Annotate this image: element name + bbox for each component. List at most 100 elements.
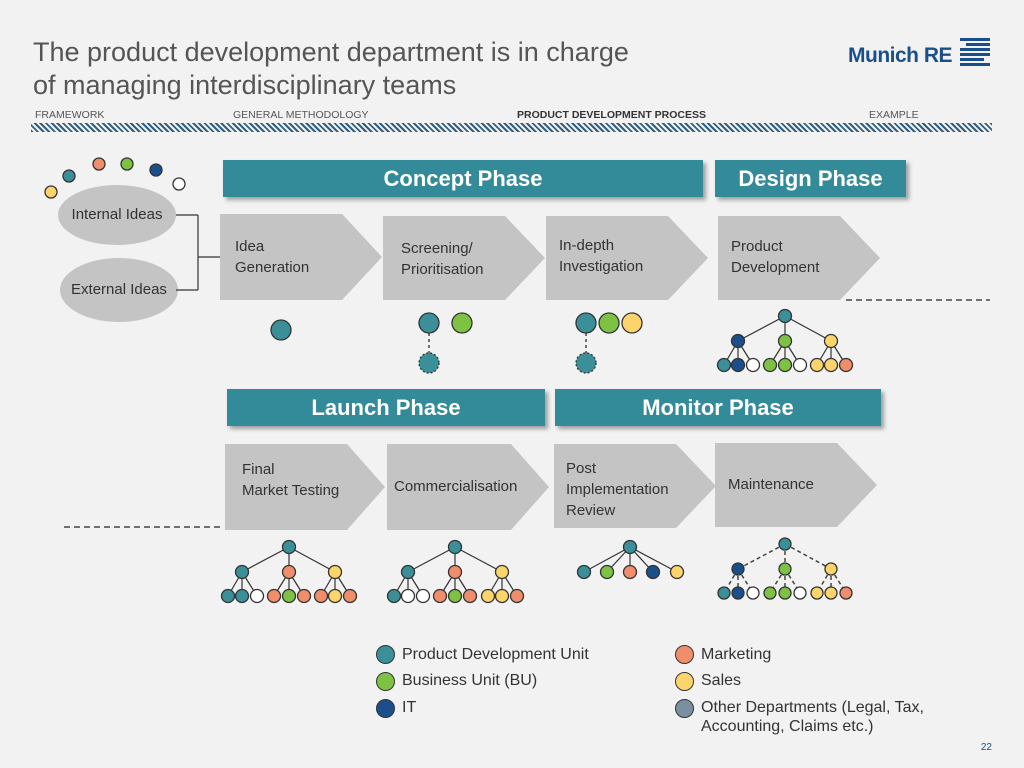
team-member-dot <box>730 357 746 373</box>
step-label: Maintenance <box>728 476 814 493</box>
step-commercialisation: Commercialisation <box>387 444 551 530</box>
team-member-dot <box>266 588 282 604</box>
team-member-dot <box>745 357 761 373</box>
team-lead-dot <box>823 333 839 349</box>
team-member-dot <box>281 588 297 604</box>
team-lead-dot <box>281 564 297 580</box>
logo-text: Munich RE <box>848 44 953 67</box>
step-label: In-depth Investigation <box>559 235 643 277</box>
team-member-dot <box>716 357 732 373</box>
connector-line <box>629 546 678 573</box>
connector-line <box>407 546 456 573</box>
concept-phase-bar: Concept Phase <box>223 160 703 197</box>
team-lead-dot <box>494 564 510 580</box>
arrow-shape <box>546 216 708 300</box>
step-label-line: Market Testing <box>242 482 340 499</box>
team-dots <box>44 157 854 604</box>
arrow-shape <box>554 444 716 528</box>
team-lead-dot <box>777 333 793 349</box>
step-label-line: Investigation <box>559 258 644 275</box>
team-member-dot <box>415 588 431 604</box>
team-member-dot <box>313 588 329 604</box>
team-member-dot <box>172 177 186 191</box>
team-member-dot <box>809 357 825 373</box>
team-member-dot <box>494 588 510 604</box>
team-member-dot <box>575 352 597 374</box>
team-lead-dot <box>824 562 838 576</box>
team-member-dot <box>622 539 638 555</box>
arrow-shape <box>225 444 385 530</box>
team-member-dot <box>120 157 134 171</box>
step-in-depth-investigation: In-depth Investigation <box>546 216 710 300</box>
nav-product-development-process[interactable]: PRODUCT DEVELOPMENT PROCESS <box>517 109 707 121</box>
step-label: Final Market Testing <box>242 459 339 501</box>
step-label-line: Idea <box>235 238 265 255</box>
team-root-dot <box>778 537 792 551</box>
team-lead-dot <box>447 564 463 580</box>
connector-line <box>784 543 832 570</box>
team-member-dot <box>62 169 76 183</box>
step-idea-generation: Idea Generation <box>220 214 384 300</box>
title-line-1: The product development department is in… <box>33 37 629 67</box>
step-label-line: In-depth <box>559 237 615 254</box>
team-member-dot <box>622 564 638 580</box>
team-member-dot <box>92 157 106 171</box>
team-member-dot <box>778 586 792 600</box>
title-line-2: of managing interdisciplinary teams <box>33 70 457 100</box>
page-title: The product development department is in… <box>33 36 733 102</box>
legend-label-it: IT <box>402 699 417 716</box>
connector-line <box>784 315 832 342</box>
step-label-line: Review <box>566 502 616 519</box>
team-member-dot <box>342 588 358 604</box>
connector-lines <box>64 214 990 597</box>
connector-line <box>241 546 290 573</box>
team-root-dot <box>777 308 793 324</box>
team-member-dot <box>327 588 343 604</box>
nav-general-methodology[interactable]: GENERAL METHODOLOGY <box>233 109 369 121</box>
team-member-dot <box>234 588 250 604</box>
arrow-shape <box>220 214 382 300</box>
team-member-dot <box>220 588 236 604</box>
team-member-dot <box>598 312 620 334</box>
launch-phase-bar: Launch Phase <box>227 389 545 426</box>
team-root-dot <box>281 539 297 555</box>
step-label: Idea Generation <box>235 236 309 278</box>
design-phase-bar: Design Phase <box>715 160 906 197</box>
legend-label-line: Accounting, Claims etc.) <box>701 718 874 735</box>
connector-line <box>288 546 336 573</box>
arrow-shape <box>715 443 877 527</box>
team-member-dot <box>576 564 592 580</box>
legend-label-marketing: Marketing <box>701 646 772 663</box>
team-member-dot <box>777 357 793 373</box>
team-lead-dot <box>400 564 416 580</box>
connector-line <box>583 546 631 573</box>
internal-ideas: Internal Ideas <box>58 185 176 245</box>
team-lead-dot <box>731 562 745 576</box>
team-member-dot <box>296 588 312 604</box>
team-member-dot <box>575 312 597 334</box>
team-member-dot <box>480 588 496 604</box>
legend-dot-business-unit <box>376 672 395 691</box>
legend-label-other-departments: Other Departments (Legal, Tax, Accountin… <box>701 698 924 736</box>
nav-example[interactable]: EXAMPLE <box>869 109 919 121</box>
team-member-dot <box>792 357 808 373</box>
legend-label-product-development-unit: Product Development Unit <box>402 646 589 663</box>
team-member-dot <box>418 352 440 374</box>
team-member-dot <box>386 588 402 604</box>
team-member-dot <box>823 357 839 373</box>
team-member-dot <box>451 312 473 334</box>
external-ideas: External Ideas <box>60 258 178 322</box>
team-root-dot <box>447 539 463 555</box>
step-label: Product Development <box>731 236 819 278</box>
team-member-dot <box>763 586 777 600</box>
team-lead-dot <box>778 562 792 576</box>
nav-framework[interactable]: FRAMEWORK <box>35 109 105 121</box>
legend-dot-sales <box>675 672 694 691</box>
arrow-shape <box>383 216 545 300</box>
step-product-development: Product Development <box>718 216 882 300</box>
team-member-dot <box>810 586 824 600</box>
step-label: Screening/ Prioritisation <box>401 238 484 280</box>
team-member-dot <box>717 586 731 600</box>
arrow-shape <box>718 216 880 300</box>
